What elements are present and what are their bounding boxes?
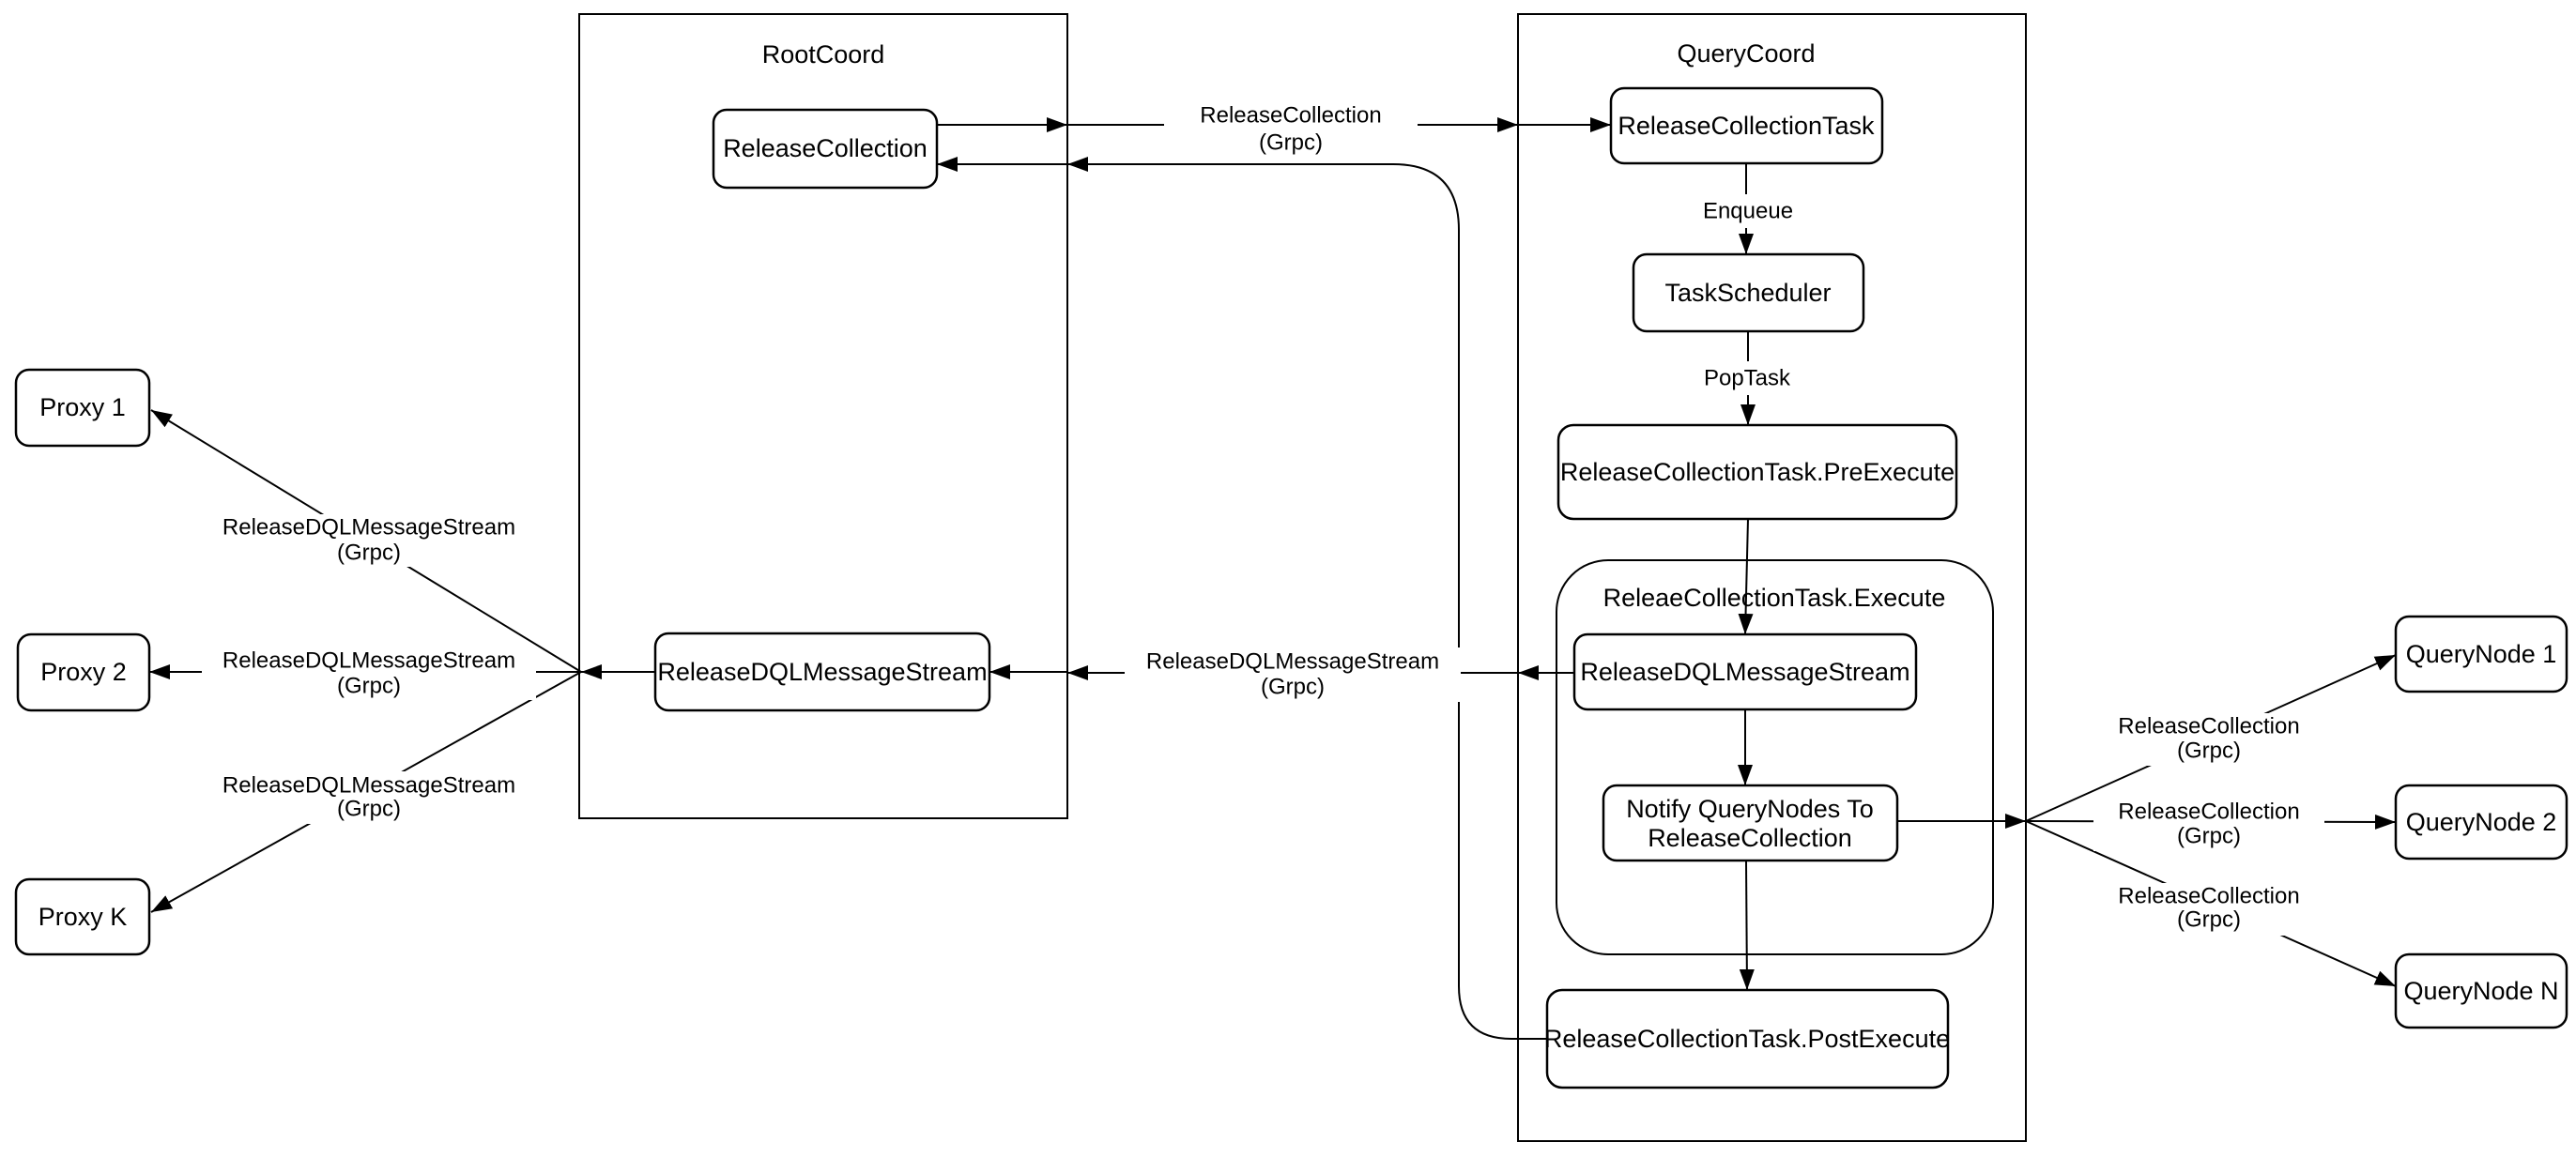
- node-root-dql-stream: ReleaseDQLMessageStream: [653, 632, 991, 712]
- edge-label-line2: (Grpc): [337, 674, 401, 699]
- node-pre-execute: ReleaseCollectionTask.PreExecute: [1556, 423, 1958, 521]
- node-shape: [2394, 615, 2568, 693]
- edge-label-text: Enqueue: [1703, 199, 1793, 224]
- node-shape: [1609, 86, 1884, 165]
- edge-label-to-proxy-1: ReleaseDQLMessageStream (Grpc): [202, 514, 536, 567]
- node-notify-querynodes: Notify QueryNodes To ReleaseCollection: [1602, 784, 1899, 862]
- edge-label-to-querynode-n: ReleaseCollection (Grpc): [2093, 883, 2324, 936]
- node-querynode-n: QueryNode N: [2394, 952, 2568, 1029]
- node-label: Proxy 2: [40, 658, 127, 686]
- edge-label-line2: (Grpc): [2177, 739, 2241, 764]
- node-label: TaskScheduler: [1664, 279, 1831, 307]
- node-shape: [2394, 952, 2568, 1029]
- node-shape: [1556, 423, 1958, 521]
- node-shape: [1602, 784, 1899, 862]
- edge-preexecute-to-execdql: [1738, 518, 1754, 635]
- edge-label-line1: ReleaseCollection: [1200, 103, 1381, 129]
- node-proxy-k: Proxy K: [14, 877, 151, 956]
- node-shape: [712, 108, 939, 190]
- node-label: ReleaseCollectionTask: [1618, 112, 1875, 140]
- node-label: Proxy K: [38, 903, 128, 931]
- rootcoord-title: RootCoord: [762, 40, 885, 69]
- node-shape: [1545, 988, 1950, 1089]
- edge-label-line2: (Grpc): [1259, 130, 1323, 156]
- edge-label-line1: ReleaseCollection: [2118, 714, 2299, 739]
- edge-label-to-querynode-2: ReleaseCollection (Grpc): [2093, 799, 2324, 851]
- edge-label-bg: [202, 647, 536, 700]
- edge-label-line1: ReleaseDQLMessageStream: [222, 515, 515, 541]
- edge-label-text: PopTask: [1704, 366, 1791, 391]
- edge-label-line2: (Grpc): [1261, 675, 1325, 700]
- rootcoord-container: [578, 13, 1068, 819]
- node-exec-dql-stream: ReleaseDQLMessageStream: [1572, 632, 1918, 711]
- node-label: QueryNode N: [2403, 977, 2558, 1005]
- execute-group-container: [1556, 559, 1994, 955]
- edge-label-line2: (Grpc): [2177, 907, 2241, 933]
- node-shape: [16, 632, 151, 712]
- node-proxy-2: Proxy 2: [16, 632, 151, 712]
- node-label-line1: Notify QueryNodes To: [1626, 795, 1874, 823]
- querycoord-title: QueryCoord: [1677, 39, 1815, 68]
- node-label: QueryNode 1: [2406, 640, 2557, 668]
- node-proxy-1: Proxy 1: [14, 368, 151, 448]
- edge-label-line2: (Grpc): [2177, 824, 2241, 849]
- edge-label-bg: [1125, 647, 1461, 702]
- node-querynode-1: QueryNode 1: [2394, 615, 2568, 693]
- node-label: ReleaseDQLMessageStream: [1580, 658, 1909, 686]
- node-shape: [14, 877, 151, 956]
- edge-label-line1: ReleaseDQLMessageStream: [222, 773, 515, 799]
- node-shape: [1572, 632, 1918, 711]
- edge-label-to-querynode-1: ReleaseCollection (Grpc): [2093, 713, 2324, 766]
- execute-group-title: ReleaeCollectionTask.Execute: [1603, 584, 1946, 612]
- edge-label-bg: [1687, 194, 1809, 228]
- edge-label-query-to-root-dql: ReleaseDQLMessageStream (Grpc): [1125, 647, 1461, 702]
- node-shape: [653, 632, 991, 712]
- edge-label-poptask: PopTask: [1689, 361, 1807, 395]
- node-release-collection-task: ReleaseCollectionTask: [1609, 86, 1884, 165]
- node-label: ReleaseCollectionTask.PreExecute: [1560, 458, 1955, 486]
- edge-label-line2: (Grpc): [337, 541, 401, 566]
- node-shape: [2394, 784, 2568, 861]
- edge-label-bg: [1164, 98, 1418, 160]
- edge-label-bg: [202, 514, 536, 567]
- node-label: Proxy 1: [39, 393, 126, 421]
- node-task-scheduler: TaskScheduler: [1632, 252, 1865, 333]
- node-label: QueryNode 2: [2406, 808, 2557, 836]
- edge-label-to-proxy-2: ReleaseDQLMessageStream (Grpc): [202, 647, 536, 700]
- edge-label-to-proxy-k: ReleaseDQLMessageStream (Grpc): [202, 771, 536, 824]
- node-release-collection: ReleaseCollection: [712, 108, 939, 190]
- edge-label-line2: (Grpc): [337, 797, 401, 822]
- edge-label-line1: ReleaseCollection: [2118, 800, 2299, 825]
- edge-label-bg: [202, 771, 536, 824]
- edge-postexecute-return-to-rootcoord: [1067, 157, 1547, 1040]
- node-label-line2: ReleaseCollection: [1648, 824, 1852, 852]
- edge-label-enqueue: Enqueue: [1687, 194, 1809, 228]
- edge-notify-to-postexecute: [1739, 860, 1755, 991]
- edge-label-root-to-query: ReleaseCollection (Grpc): [1164, 98, 1418, 160]
- edge-label-line1: ReleaseCollection: [2118, 884, 2299, 909]
- node-shape: [1632, 252, 1865, 333]
- node-label: ReleaseCollection: [723, 134, 928, 162]
- querycoord-container: [1517, 13, 2027, 1142]
- edge-label-line1: ReleaseDQLMessageStream: [222, 648, 515, 674]
- edge-label-bg: [2093, 883, 2324, 936]
- node-shape: [14, 368, 151, 448]
- node-label: ReleaseDQLMessageStream: [657, 658, 987, 686]
- node-querynode-2: QueryNode 2: [2394, 784, 2568, 861]
- node-label: ReleaseCollectionTask.PostExecute: [1544, 1025, 1950, 1053]
- edge-label-bg: [2093, 799, 2324, 851]
- node-post-execute: ReleaseCollectionTask.PostExecute: [1544, 988, 1950, 1089]
- edge-label-bg: [2093, 713, 2324, 766]
- edge-label-line1: ReleaseDQLMessageStream: [1146, 649, 1439, 675]
- edge-label-bg: [1689, 361, 1807, 395]
